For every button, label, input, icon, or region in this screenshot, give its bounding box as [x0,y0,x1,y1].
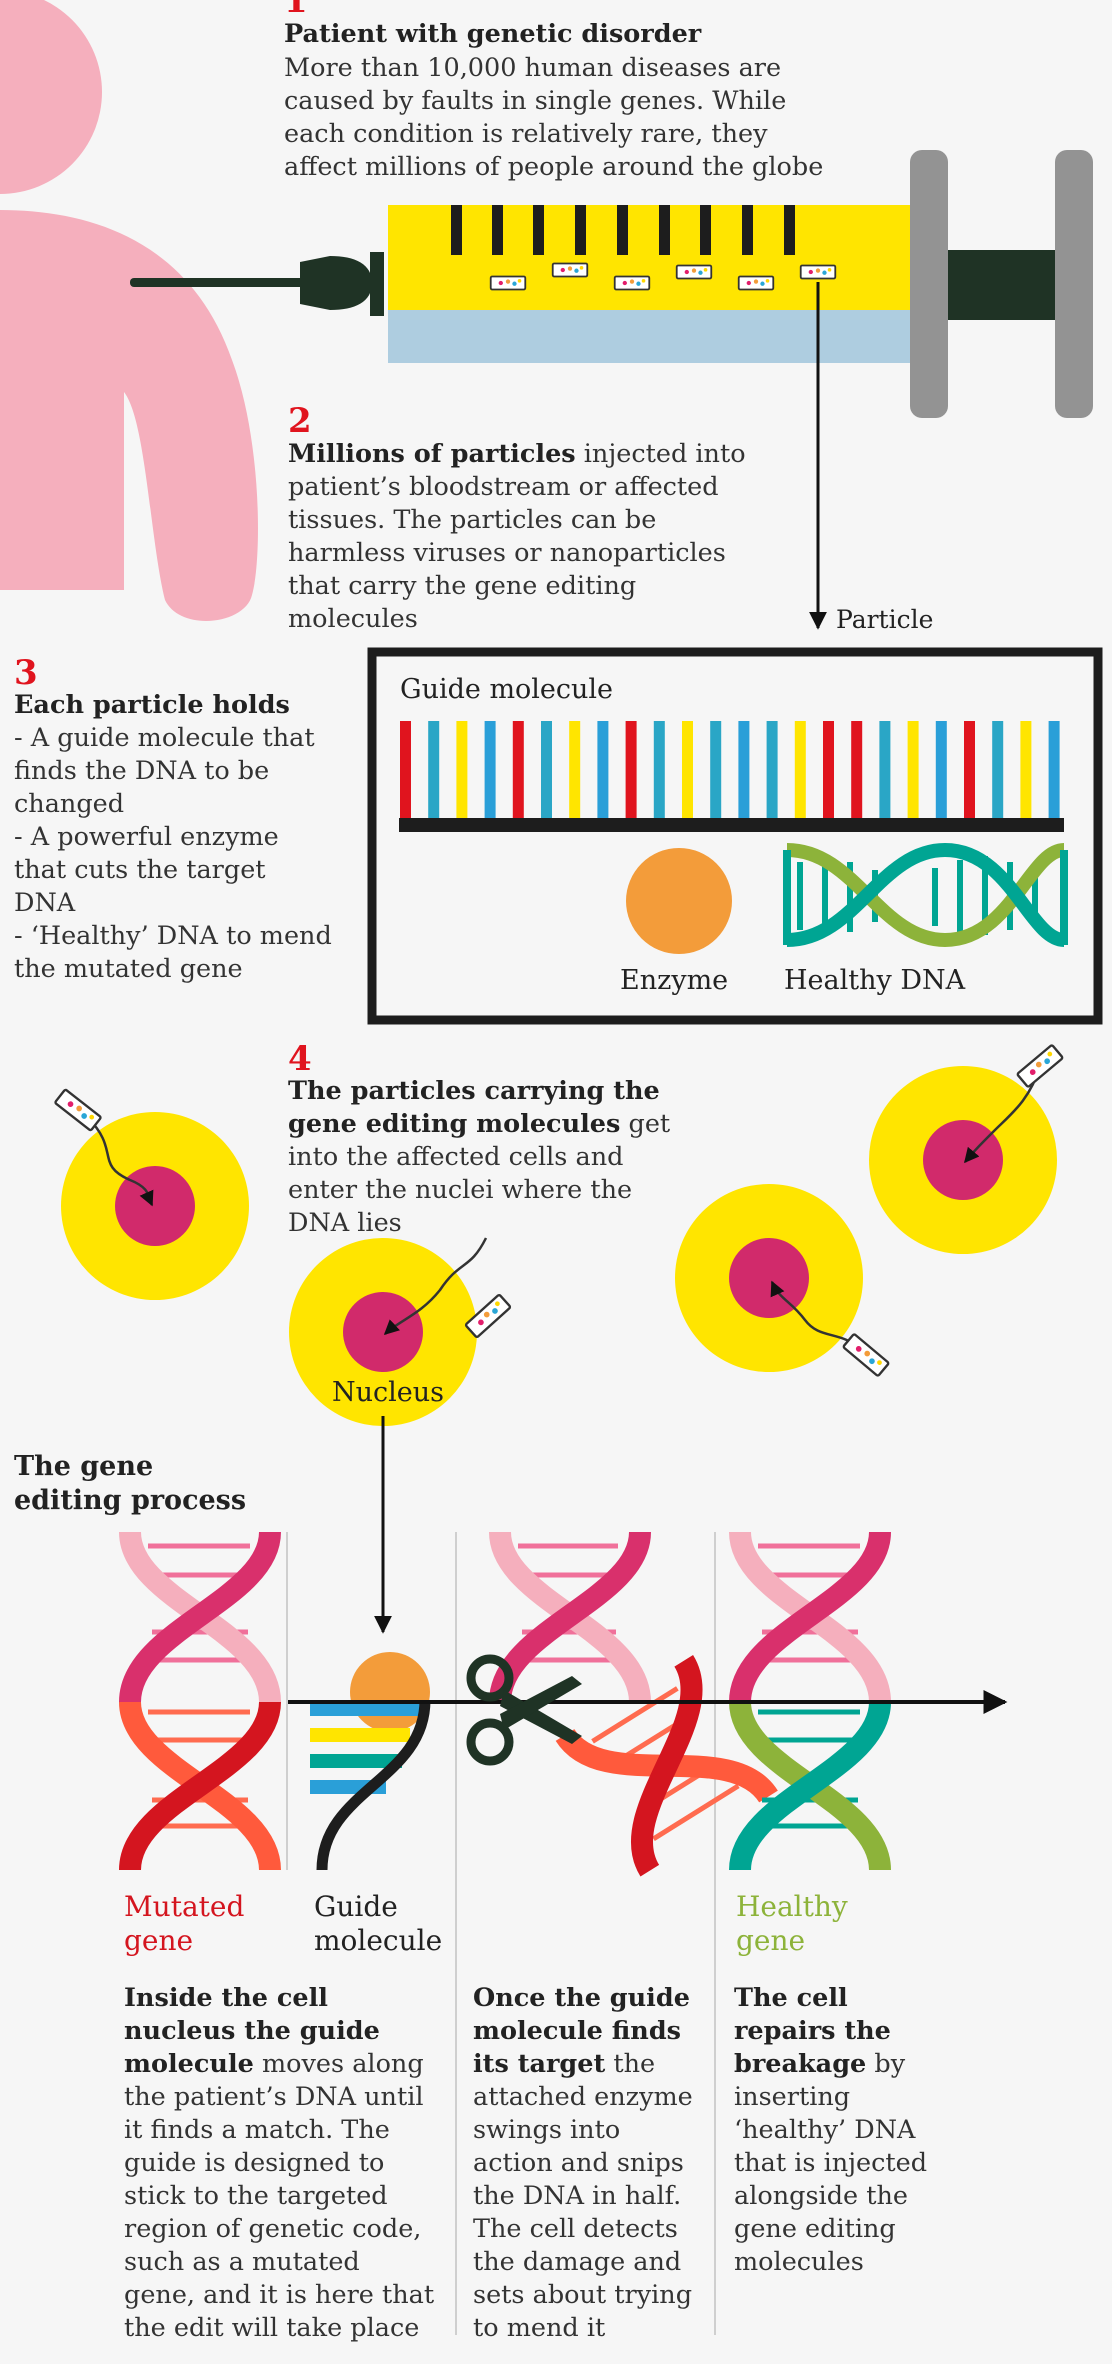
guide-base-bar [794,721,806,818]
cell-nucleus [289,1237,512,1426]
guide-base-bar [512,721,524,818]
guide-base-bar [879,721,891,818]
guide-base-bar [456,721,468,818]
healthy-dna-icon [783,842,1068,948]
healthy-gene-icon [729,1530,891,1872]
syringe-icon [130,150,1093,418]
column-dividers [286,1532,716,2335]
mutated-gene-icon [119,1530,281,1872]
caption-3-body: by inserting ‘healthy’ DNA that is injec… [734,2049,928,2277]
guide-base-bar [823,721,834,818]
guide-base-bar [682,721,693,818]
guide-base-bar [1048,721,1060,818]
guide-base-bar [1020,721,1032,818]
caption-3: The cell repairs the breakage by inserti… [734,1982,934,2279]
guide-base-bar [597,721,609,818]
guide-base-bar [766,721,778,818]
caption-2-body: the attached enzyme swings into action a… [473,2049,693,2343]
scissors-icon [466,1654,582,1766]
step-4-text: The particles carrying the gene editing … [288,1075,688,1240]
healthy-gene-label: Healthy gene [736,1890,848,1957]
step-4-body: get into the affected cells and enter th… [288,1109,671,1238]
step-4-number: 4 [288,1039,312,1079]
guide-molecule-attached-icon [310,1652,431,1871]
guide-base-bar [964,721,975,818]
step-2-body: injected into patient’s bloodstream or a… [288,439,746,634]
guide-base-bar [851,721,863,818]
nucleus-label: Nucleus [332,1377,444,1408]
caption-1-body: moves along the patient’s DNA until it f… [124,2049,435,2343]
caption-2: Once the guide molecule finds its target… [473,1982,705,2345]
step-1-body: More than 10,000 human diseases are caus… [284,53,824,182]
guide-base-bar [907,721,919,818]
guide-base-bar [400,721,411,818]
guide-base-bar [935,721,947,818]
caption-1: Inside the cell nucleus the guide molecu… [124,1982,436,2345]
guide-base-bar [710,721,722,818]
guide-molecule-process-label: Guide molecule [314,1890,443,1957]
guide-base-bar [653,721,665,818]
guide-base-bar [541,721,552,818]
step-3-number: 3 [14,653,38,693]
step-4-lead: The particles carrying the gene editing … [288,1076,660,1139]
guide-base-bar [992,721,1004,818]
guide-molecule-icon [399,721,1064,832]
cell-2 [869,1043,1065,1254]
guide-base-bar [569,721,581,818]
step-1-number: 1 [284,0,308,21]
cell-1 [53,1088,249,1300]
healthy-dna-label: Healthy DNA [784,965,966,996]
mutated-gene-label: Mutated gene [124,1890,245,1957]
guide-base-bar [738,721,750,818]
enzyme-label: Enzyme [620,965,729,996]
guide-base-bar [484,721,496,818]
step-2-number: 2 [288,401,312,441]
cell-3 [675,1184,891,1378]
particle-label: Particle [836,605,934,634]
guide-molecule-label: Guide molecule [400,674,614,705]
step-2-text: Millions of particles injected into pati… [288,438,758,636]
enzyme-icon [626,848,732,954]
guide-base-bar [625,721,637,818]
particle-box [367,647,1103,1025]
caption-3-lead: The cell repairs the breakage [734,1983,891,2079]
caption-2-lead: Once the guide molecule finds its target [473,1983,690,2079]
step-3-title: Each particle holds [14,690,290,720]
person-silhouette-icon [0,0,258,621]
caption-1-lead: Inside the cell nucleus the guide molecu… [124,1983,380,2079]
step-3-items: - A guide molecule that finds the DNA to… [14,723,332,984]
guide-base-bar [428,721,440,818]
step-2-lead: Millions of particles [288,439,576,469]
step-1-title: Patient with genetic disorder [284,19,702,49]
process-title: The gene editing process [14,1451,247,1516]
